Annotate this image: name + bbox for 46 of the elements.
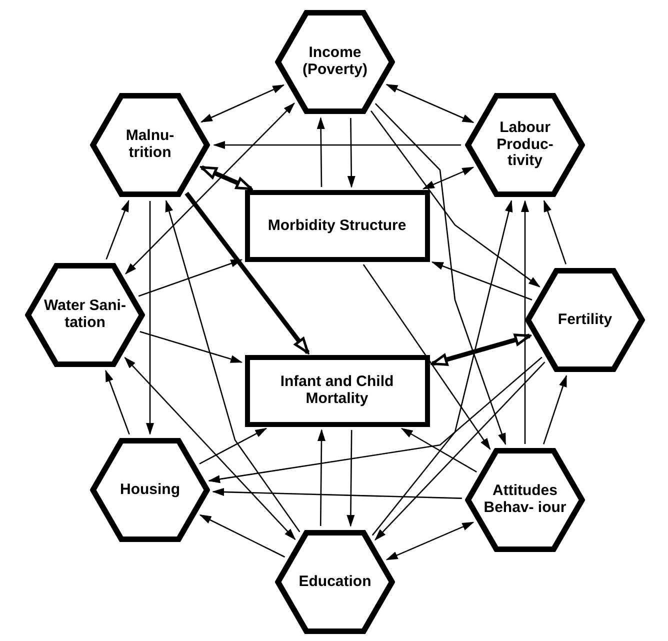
arrow bbox=[199, 514, 286, 558]
arrow bbox=[138, 259, 243, 297]
arrow bbox=[386, 84, 474, 124]
arrow bbox=[200, 84, 285, 123]
node-label: Infant and Child Mortality bbox=[279, 374, 395, 408]
arrow bbox=[212, 488, 462, 499]
arrow bbox=[184, 192, 310, 354]
arrow bbox=[422, 166, 474, 190]
arrow bbox=[386, 522, 474, 560]
arrow bbox=[431, 334, 531, 366]
arrow bbox=[140, 330, 243, 363]
node-label: Labour Produc- tivity bbox=[496, 120, 554, 170]
node-label: Malnu- trition bbox=[124, 128, 176, 162]
arrow bbox=[125, 102, 295, 274]
arrow bbox=[374, 103, 506, 446]
node-label: Fertility bbox=[558, 312, 612, 328]
arrow bbox=[543, 200, 567, 264]
arrow bbox=[431, 262, 532, 300]
arrow bbox=[316, 117, 325, 187]
arrow bbox=[165, 200, 300, 532]
arrow bbox=[208, 356, 542, 484]
arrow bbox=[400, 428, 477, 472]
arrow bbox=[362, 264, 491, 450]
node-label: Morbidity Structure bbox=[268, 218, 406, 234]
arrow bbox=[346, 430, 355, 527]
arrow bbox=[213, 141, 461, 149]
node-label: Water Sani- tation bbox=[43, 298, 127, 332]
node-label: Education bbox=[298, 574, 372, 590]
rectangle-box bbox=[244, 190, 430, 262]
arrow bbox=[124, 356, 296, 540]
arrow bbox=[199, 428, 268, 464]
arrow bbox=[200, 165, 252, 191]
arrow bbox=[374, 362, 546, 541]
arrow bbox=[106, 200, 130, 260]
node-label: Attitudes Behav- iour bbox=[482, 483, 568, 517]
arrow bbox=[317, 429, 326, 526]
rectangle-box bbox=[244, 355, 430, 427]
arrow bbox=[146, 201, 154, 435]
arrow bbox=[105, 370, 130, 435]
node-label: Income (Poverty) bbox=[301, 45, 369, 79]
arrow bbox=[372, 200, 513, 536]
arrow bbox=[521, 200, 529, 444]
arrow bbox=[347, 118, 356, 188]
arrow bbox=[542, 374, 568, 444]
arrow bbox=[370, 110, 540, 288]
node-label: Housing bbox=[120, 482, 180, 498]
